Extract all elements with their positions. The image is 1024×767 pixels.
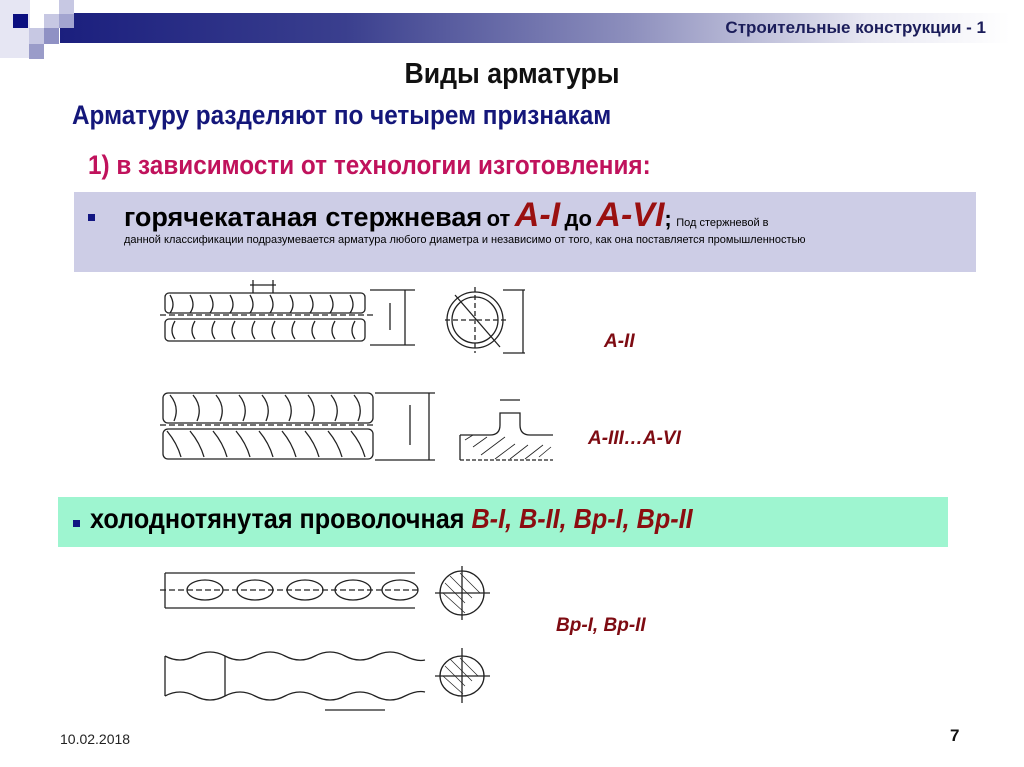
- slide-subtitle: Арматуру разделяют по четырем признакам: [72, 100, 612, 130]
- classification-criterion: 1) в зависимости от технологии изготовле…: [88, 150, 651, 180]
- bullet-square-icon: [88, 214, 95, 221]
- cold-drawn-label: холоднотянутая проволочная: [90, 503, 465, 534]
- note-start: Под стержневой в: [676, 217, 769, 229]
- slide-page-number: 7: [950, 726, 960, 745]
- semicolon: ;: [664, 206, 672, 231]
- hot-rolled-label: горячекатаная стержневая: [124, 202, 483, 232]
- figure-label-a2: А-II: [604, 331, 635, 352]
- bullet-square-icon: [73, 520, 80, 527]
- slide-title: Виды арматуры: [404, 58, 620, 90]
- cold-drawn-bullet-line: холоднотянутая проволочная В-I, В-II, Вр…: [90, 503, 693, 535]
- figure-label-bp: Вр-I, Вр-II: [556, 615, 646, 636]
- from-word: от: [486, 206, 511, 231]
- hot-rolled-bullet-box: [74, 192, 976, 272]
- hot-rolled-bullet-line: горячекатаная стержневая от А-I до А-VI;…: [124, 196, 769, 235]
- header-squares-decoration: [0, 0, 80, 60]
- slide-date: 10.02.2018: [60, 731, 131, 747]
- deck-title: Строительные конструкции - 1: [725, 18, 986, 37]
- rebar-a2-drawing: [160, 280, 525, 354]
- header-bar: [60, 13, 1010, 43]
- rebar-a3-a6-drawing: [160, 392, 553, 461]
- hot-rolled-note: данной классификации подразумевается арм…: [124, 234, 806, 246]
- cold-drawn-grades: В-I, В-II, Вр-I, Вр-II: [471, 503, 693, 534]
- grade-to: А-VI: [596, 196, 665, 234]
- cold-drawn-bullet-box: [58, 497, 948, 547]
- figure-label-a3-a6: А-III…А-VI: [588, 428, 681, 449]
- to-word: до: [564, 206, 592, 231]
- wire-bp-drawing: [155, 548, 515, 723]
- grade-from: А-I: [514, 196, 561, 234]
